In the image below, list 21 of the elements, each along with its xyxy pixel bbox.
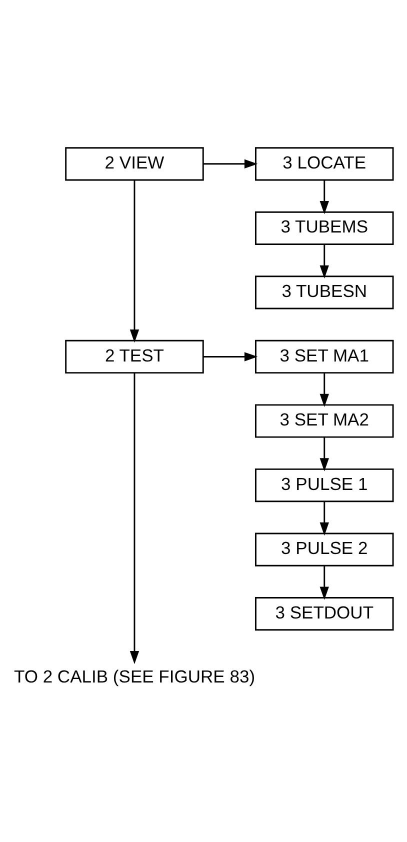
node-box: 3 TUBESN [255,276,394,310]
arrow [320,502,329,536]
node-box: 3 SET MA2 [255,404,394,438]
arrow [320,180,329,214]
node-box: 3 PULSE 1 [255,468,394,502]
node-box: 2 VIEW [65,147,204,181]
node-box: 3 SETDOUT [255,597,394,631]
node-box: 2 TEST [65,340,204,374]
arrow [320,566,329,600]
arrow [320,437,329,472]
node-box: 3 SET MA1 [255,340,394,374]
arrow [130,180,140,343]
arrow [203,352,258,362]
arrow [203,159,258,169]
node-box: 3 LOCATE [255,147,394,181]
node-text: TO 2 CALIB (SEE FIGURE 83) [14,666,256,687]
arrow [320,373,329,408]
arrow [130,372,140,664]
node-box: 3 PULSE 2 [255,532,394,566]
arrow [320,244,329,278]
node-box: 3 TUBEMS [255,211,394,245]
